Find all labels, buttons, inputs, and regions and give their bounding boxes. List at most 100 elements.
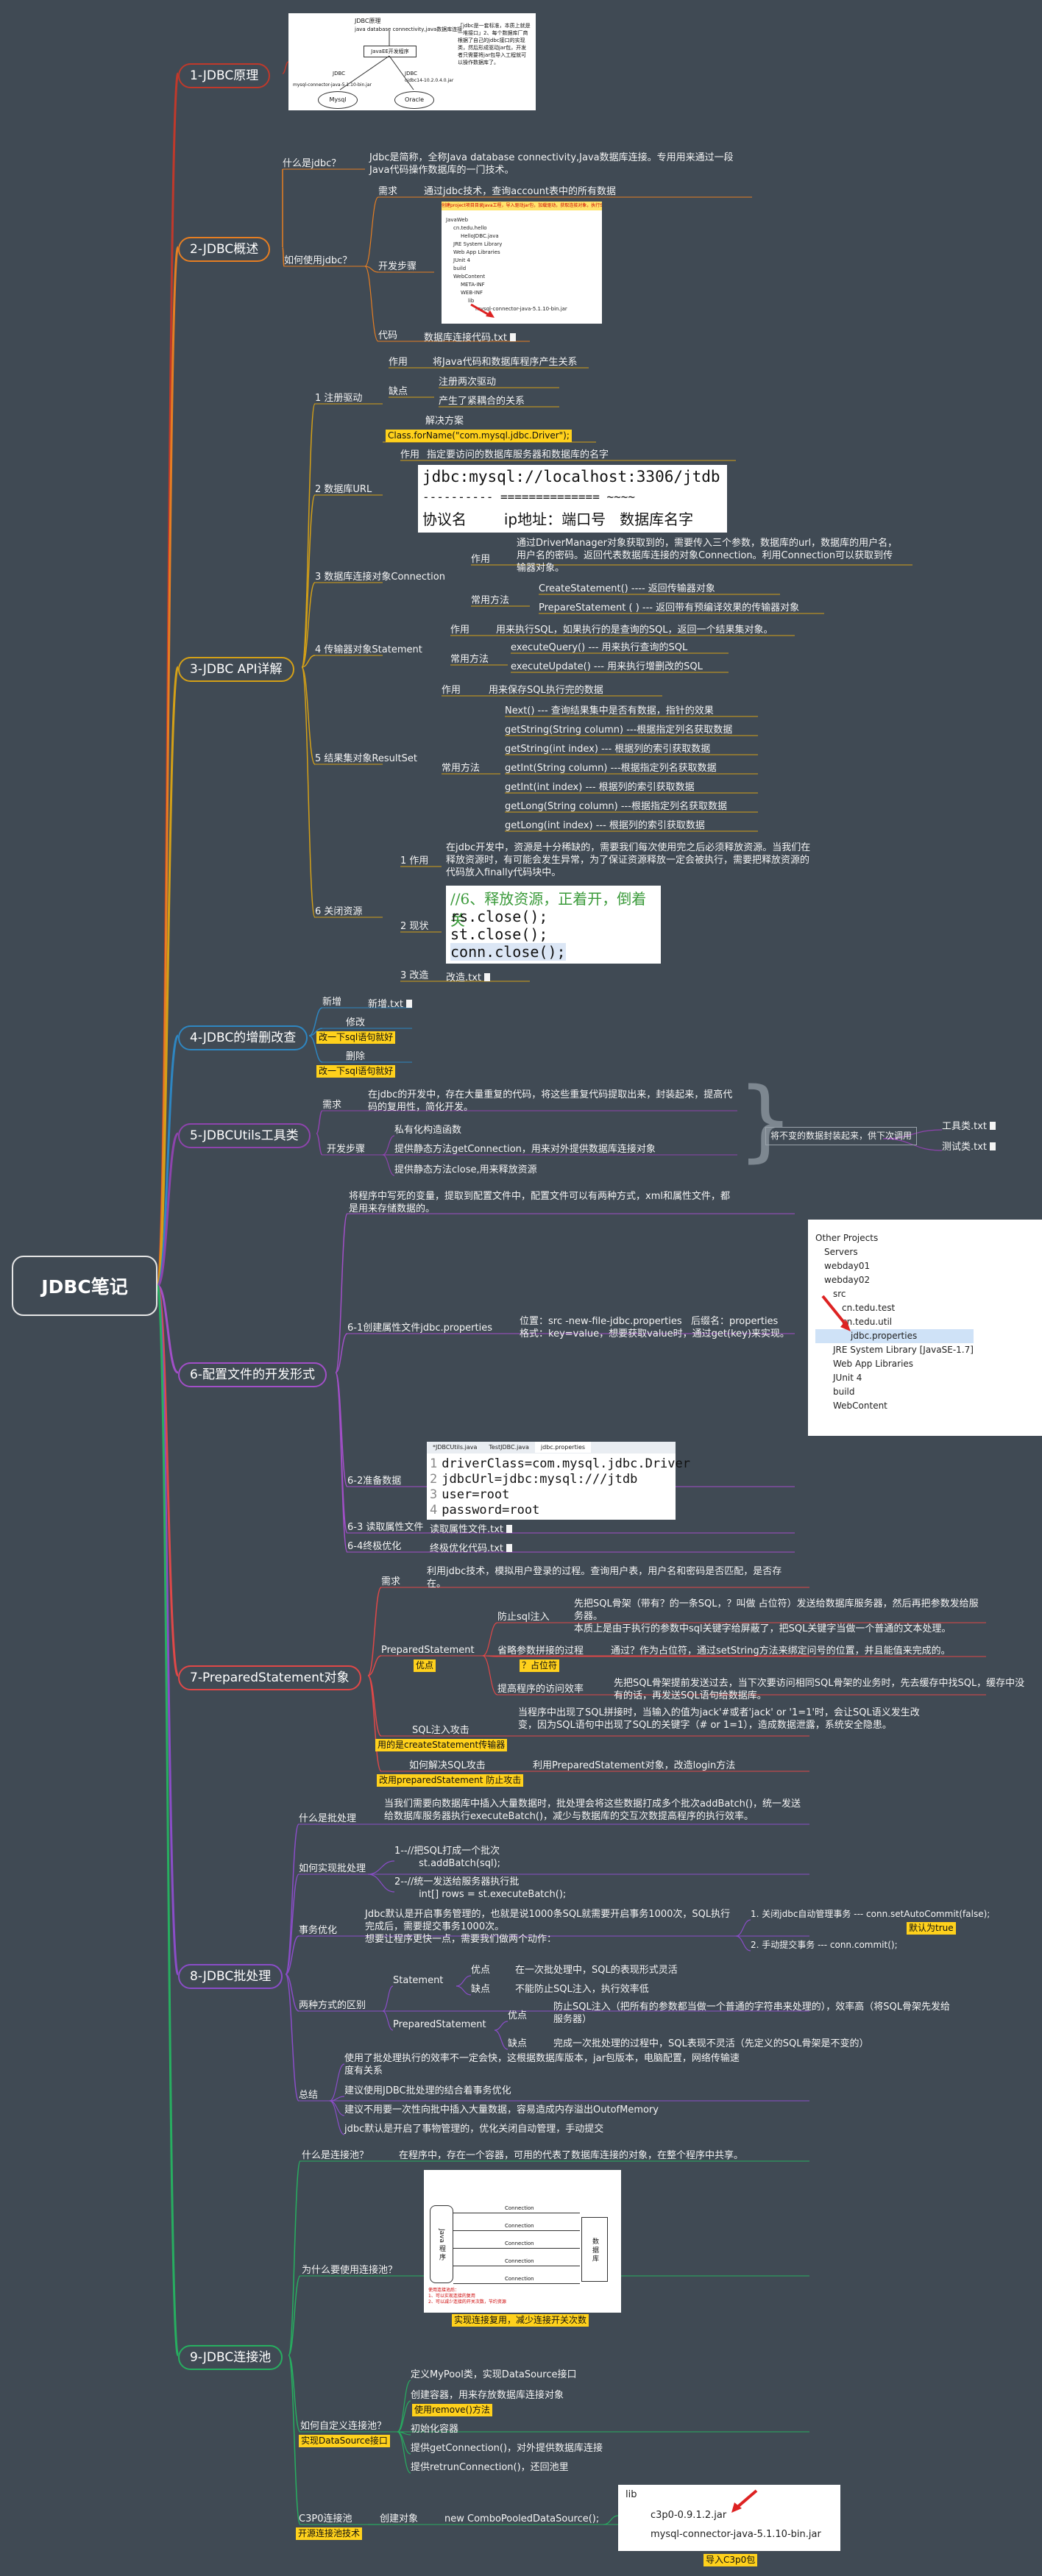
diagram-title: JDBC原理 bbox=[355, 18, 381, 24]
url-anatomy-image: jdbc:mysql://localhost:3306/jtdb -------… bbox=[418, 465, 727, 533]
jdbc-principle-diagram: JDBC原理 java database connectivity,java数据… bbox=[288, 13, 536, 110]
resultset-method: getLong(String column) ---根据指定列名获取数据 bbox=[505, 801, 727, 812]
connector bbox=[367, 1860, 395, 1875]
property-line: password=root bbox=[442, 1503, 540, 1518]
how-batch[interactable]: 如何实现批处理 bbox=[299, 1863, 366, 1874]
close-comment: //6、释放资源，正着开，倒着关 bbox=[450, 890, 647, 929]
test-class-file[interactable]: 测试类.txt bbox=[942, 1139, 996, 1153]
connector bbox=[494, 2029, 508, 2050]
database-box: 数 据 库 bbox=[581, 2217, 608, 2282]
tree-jar: mysql-connector-java-5.1.10-bin.jar bbox=[475, 306, 567, 312]
prepare-data[interactable]: 6-2准备数据 bbox=[347, 1476, 402, 1487]
root-topic[interactable]: JDBC笔记 bbox=[12, 1256, 157, 1316]
java-program-box: Java 程 序 bbox=[430, 2205, 453, 2283]
tree-build: build bbox=[453, 266, 467, 271]
what-pool[interactable]: 什么是连接池？ bbox=[302, 2150, 369, 2161]
final-optimize-label[interactable]: 6-4终极优化 bbox=[347, 1541, 402, 1552]
tree-jre: JRE System Library bbox=[453, 241, 503, 247]
branch-crud[interactable]: 4-JDBC的增删改查 bbox=[178, 1025, 308, 1050]
connector bbox=[329, 2063, 345, 2102]
branch-config-file[interactable]: 6-配置文件的开发形式 bbox=[178, 1362, 327, 1387]
conn-close: conn.close(); bbox=[450, 943, 566, 961]
connector bbox=[482, 1622, 498, 1657]
st-close: st.close(); bbox=[450, 925, 548, 943]
resultset-method: getString(String column) ---根据指定列名获取数据 bbox=[505, 725, 733, 736]
pool-step3: 初始化容器 bbox=[411, 2424, 459, 2435]
prevent-injection: 防止sql注入 bbox=[497, 1612, 550, 1623]
eclipse-project-screenshot: 创建project项目目录Java工程，导入驱动jar包，加载驱动，获取连接对象… bbox=[442, 202, 602, 324]
tree-junit: JUnit 4 bbox=[453, 257, 470, 263]
connector bbox=[285, 1935, 300, 1975]
branch-connection-pool[interactable]: 9-JDBC连接池 bbox=[178, 2345, 283, 2370]
branch-jdbc-api[interactable]: 3-JDBC API详解 bbox=[178, 657, 294, 682]
tree-item: webday01 bbox=[824, 1261, 871, 1271]
batch-step2: 2--//统一发送给服务器执行批 int[] rows = st.execute… bbox=[394, 1876, 567, 1900]
s4-methods-label: 常用方法 bbox=[450, 654, 489, 665]
why-pool[interactable]: 为什么要使用连接池？ bbox=[302, 2265, 398, 2276]
tx-step1: 1. 关闭jdbc自动管理事务 --- conn.setAutoCommit(f… bbox=[751, 1909, 990, 1919]
connector bbox=[316, 1110, 323, 1134]
resultset-method: getInt(String column) ---根据指定列名获取数据 bbox=[505, 763, 717, 774]
close-resources[interactable]: 6 关闭资源 bbox=[315, 906, 363, 917]
what-is-jdbc[interactable]: 什么是jdbc？ bbox=[283, 158, 341, 169]
diagram-note: 「jdbc是一套标准，本质上就是一堆接口」2、每个数据库厂商根据了自己的jdbc… bbox=[458, 23, 531, 65]
fix-file[interactable]: 改造.txt bbox=[446, 969, 491, 983]
read-properties-file[interactable]: 读取属性文件.txt bbox=[430, 1521, 513, 1535]
createstatement-highlight: 用的是createStatement传输器 bbox=[375, 1739, 508, 1751]
connector bbox=[282, 61, 289, 74]
close-code-image: //6、释放资源，正着开，倒着关 rs.close(); st.close();… bbox=[446, 886, 661, 964]
read-properties-label[interactable]: 6-3 读取属性文件 bbox=[347, 1522, 424, 1533]
tx-step2: 2. 手动提交事务 --- conn.commit(); bbox=[751, 1940, 898, 1950]
connector bbox=[335, 1372, 348, 1553]
modify-label: 修改 bbox=[346, 1017, 366, 1028]
red-arrow-icon bbox=[821, 1295, 851, 1331]
resultset-object[interactable]: 5 结果集对象ResultSet bbox=[315, 753, 417, 764]
summary-label[interactable]: 总结 bbox=[299, 2090, 319, 2101]
connector bbox=[382, 1135, 395, 1156]
diff-label[interactable]: 两种方式的区别 bbox=[299, 2000, 366, 2011]
branch-batch[interactable]: 8-JDBC批处理 bbox=[178, 1964, 283, 1989]
st-adv: 在一次批处理中，SQL的表现形式灵活 bbox=[515, 1965, 678, 1976]
mysql-jar: mysql-connector-java-5.1.10-bin.jar bbox=[651, 2529, 821, 2540]
util-class-file[interactable]: 工具类.txt bbox=[942, 1118, 996, 1132]
branch-jdbc-principle[interactable]: 1-JDBC原理 bbox=[178, 63, 271, 88]
db-url[interactable]: 2 数据库URL bbox=[315, 484, 372, 495]
connection-object[interactable]: 3 数据库连接对象Connection bbox=[315, 572, 445, 583]
tree-meta-inf: META-INF bbox=[461, 282, 485, 288]
resultset-method: Next() --- 查询结果集中是否有数据，指针的效果 bbox=[505, 705, 714, 716]
add-file[interactable]: 新增.txt bbox=[368, 996, 413, 1010]
editor-tab[interactable]: jdbc.properties bbox=[534, 1442, 592, 1453]
how-to-use-jdbc[interactable]: 如何使用jdbc？ bbox=[284, 255, 352, 266]
editor-tab[interactable]: *JDBCUtils.java bbox=[433, 1444, 478, 1451]
tx-text: Jdbc默认是开启事务管理的，也就是说1000条SQL就需要开启事务1000次，… bbox=[365, 1909, 731, 1945]
tree-web-inf: WEB-INF bbox=[461, 290, 483, 296]
branch-jdbc-overview[interactable]: 2-JDBC概述 bbox=[178, 237, 271, 262]
url-parts: 协议名 ip地址：端口号 数据库名字 bbox=[422, 510, 694, 528]
file-name: 测试类.txt bbox=[942, 1142, 988, 1153]
editor-tab[interactable]: TestJDBC.java bbox=[489, 1444, 529, 1451]
what-batch[interactable]: 什么是批处理 bbox=[299, 1813, 357, 1824]
branch-jdbcutils[interactable]: 5-JDBCUtils工具类 bbox=[178, 1123, 311, 1148]
statement-object[interactable]: 4 传输器对象Statement bbox=[315, 644, 422, 655]
summary-3: 建议不用要一次性向批中插入大量数据，容易造成内存溢出OutofMemory bbox=[344, 2104, 659, 2116]
tx-optimize[interactable]: 事务优化 bbox=[299, 1925, 338, 1936]
summary-4: jdbc默认是开启了事物管理的，优化关闭自动管理，手动提交 bbox=[344, 2124, 604, 2135]
property-line: user=root bbox=[442, 1487, 510, 1502]
pool-step4: 提供getConnection()，对外提供数据库连接 bbox=[411, 2443, 603, 2454]
ps-label[interactable]: PreparedStatement bbox=[381, 1645, 475, 1656]
connector bbox=[308, 1028, 323, 1036]
tree-package: cn.tedu.hello bbox=[453, 225, 487, 231]
db-connect-code-file[interactable]: 数据库连接代码.txt bbox=[424, 330, 517, 344]
delete-highlight: 改一下sql语句就好 bbox=[316, 1065, 396, 1078]
branch-preparedstatement[interactable]: 7-PreparedStatement对象 bbox=[178, 1665, 361, 1690]
oracle-db: Oracle bbox=[394, 91, 434, 109]
register-driver[interactable]: 1 注册驱动 bbox=[315, 393, 363, 404]
tree-javaweb: JavaWeb bbox=[446, 217, 469, 223]
final-optimize-file[interactable]: 终极优化代码.txt bbox=[430, 1540, 513, 1554]
connector bbox=[288, 2275, 301, 2356]
c3p0-label[interactable]: C3P0连接池 bbox=[299, 2513, 352, 2525]
create-properties[interactable]: 6-1创建属性文件jdbc.properties bbox=[347, 1323, 492, 1334]
url-text: jdbc:mysql://localhost:3306/jtdb bbox=[422, 468, 720, 485]
custom-pool[interactable]: 如何自定义连接池？ bbox=[300, 2421, 387, 2432]
